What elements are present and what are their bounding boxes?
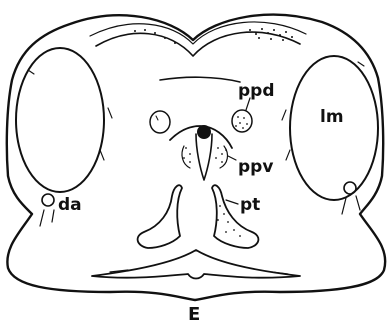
da-lines-left xyxy=(40,210,54,226)
dorsal-epidermis-outer xyxy=(90,22,306,44)
central-dark-spot xyxy=(197,125,211,139)
panel-letter: E xyxy=(188,304,200,320)
label-ppd: ppd xyxy=(238,81,275,101)
ventral-fin xyxy=(92,250,300,279)
lateral-muscle-right xyxy=(290,56,378,200)
label-pt: pt xyxy=(240,195,260,215)
ppd-stippling xyxy=(235,116,248,129)
label-da: da xyxy=(58,195,82,215)
pt-leader-line xyxy=(226,200,238,204)
ppv-stippling xyxy=(183,147,227,163)
da-vessel-right xyxy=(344,182,356,194)
central-keel xyxy=(196,134,212,180)
da-vessel-left xyxy=(42,194,54,206)
dorsal-septum-line xyxy=(160,77,240,82)
label-lm: lm xyxy=(320,107,344,127)
small-oval-left xyxy=(150,111,170,133)
ppv-lobe-left xyxy=(182,146,190,168)
ppd-structure xyxy=(232,110,252,132)
ppv-leader-line xyxy=(228,156,236,160)
lateral-muscle-left xyxy=(16,48,104,192)
ppv-lobe-right xyxy=(220,146,227,168)
pt-left xyxy=(138,185,182,248)
pt-stippling xyxy=(217,205,241,237)
label-ppv: ppv xyxy=(238,157,273,177)
